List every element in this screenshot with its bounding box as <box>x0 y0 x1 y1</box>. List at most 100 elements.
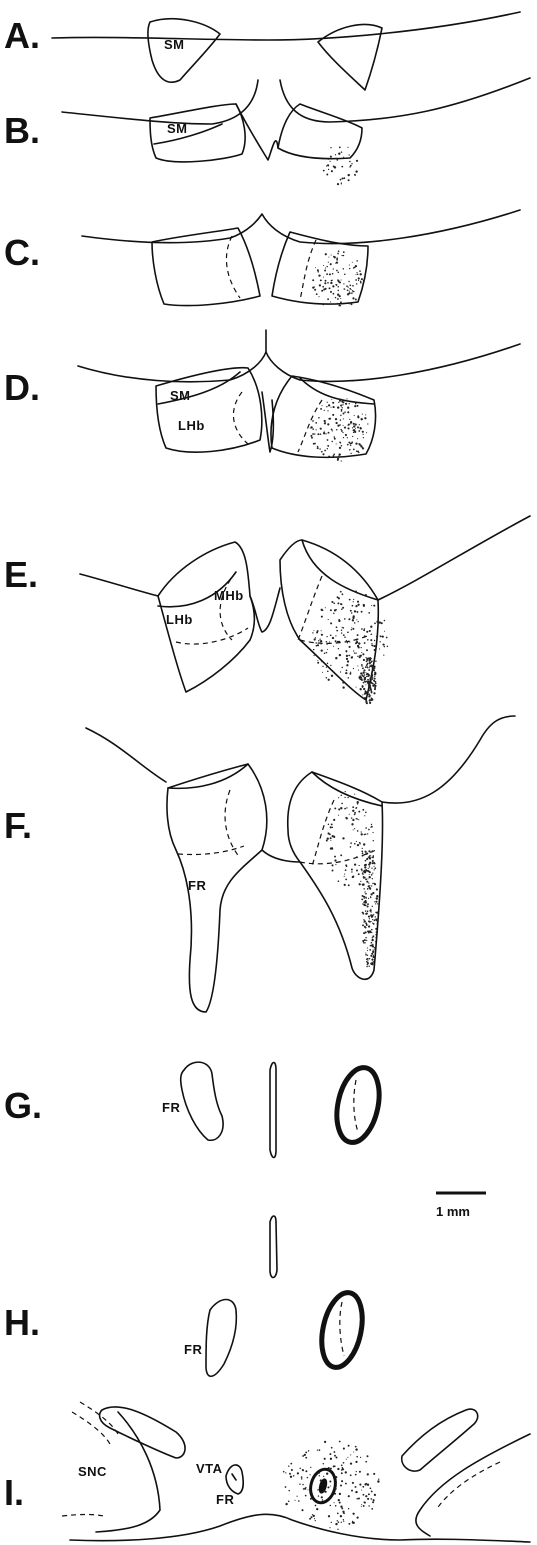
stipple-dot <box>363 672 365 674</box>
stipple-dot <box>359 675 361 677</box>
stipple-dot <box>353 432 354 433</box>
stipple-dot <box>348 442 350 444</box>
stipple-dot <box>362 447 364 449</box>
stipple-dot <box>372 883 373 884</box>
stipple-dot <box>326 406 327 407</box>
panel-e-surface-right <box>378 516 530 600</box>
label-stipple <box>283 147 388 1530</box>
stipple-dot <box>371 929 373 931</box>
stipple-dot <box>331 254 332 255</box>
stipple-dot <box>378 623 379 624</box>
stipple-dot <box>337 406 339 408</box>
stipple-dot <box>363 688 365 690</box>
stipple-dot <box>352 427 353 428</box>
stipple-dot <box>321 290 323 292</box>
stipple-dot <box>361 418 363 420</box>
stipple-dot <box>367 1484 369 1486</box>
stipple-dot <box>343 157 344 158</box>
stipple-dot <box>375 928 377 930</box>
stipple-dot <box>327 448 328 449</box>
stipple-dot <box>346 817 348 819</box>
stipple-dot <box>308 1450 310 1452</box>
panel-label-b: B. <box>4 110 40 151</box>
panel-c: C. <box>4 210 520 306</box>
stipple-dot <box>363 888 365 890</box>
stipple-dot <box>324 431 325 432</box>
stipple-dot <box>373 692 375 694</box>
stipple-dot <box>358 670 359 671</box>
stipple-dot <box>366 858 368 860</box>
stipple-dot <box>382 635 384 637</box>
stipple-dot <box>341 409 343 411</box>
stipple-dot <box>367 1455 369 1457</box>
stipple-dot <box>361 674 363 676</box>
stipple-dot <box>371 671 373 673</box>
stipple-dot <box>326 165 327 166</box>
stipple-dot <box>305 1495 307 1497</box>
stipple-dot <box>333 406 335 408</box>
stipple-dot <box>301 1476 303 1478</box>
stipple-dot <box>380 635 382 637</box>
stipple-dot <box>324 410 325 411</box>
stipple-dot <box>340 415 341 416</box>
stipple-dot <box>365 860 367 862</box>
stipple-dot <box>349 154 350 155</box>
stipple-dot <box>374 947 375 948</box>
stipple-dot <box>372 919 373 920</box>
stipple-dot <box>366 658 367 659</box>
stipple-dot <box>349 449 351 451</box>
stipple-dot <box>327 445 329 447</box>
stipple-dot <box>372 683 374 685</box>
stipple-dot <box>371 874 373 876</box>
stipple-dot <box>321 649 323 651</box>
stipple-dot <box>314 289 316 291</box>
stipple-dot <box>344 427 346 429</box>
stipple-dot <box>349 419 350 420</box>
stipple-dot <box>329 1498 330 1499</box>
stipple-dot <box>352 806 354 808</box>
stipple-dot <box>326 636 327 637</box>
stipple-dot <box>368 674 370 676</box>
stipple-dot <box>370 893 372 895</box>
panel-e-left-dash <box>176 572 248 644</box>
stipple-dot <box>346 1459 347 1460</box>
stipple-dot <box>365 897 367 899</box>
stipple-dot <box>367 959 368 960</box>
stipple-dot <box>365 905 367 907</box>
stipple-dot <box>302 1469 303 1470</box>
stipple-dot <box>336 270 338 272</box>
stipple-dot <box>323 1490 324 1491</box>
stipple-dot <box>364 697 366 699</box>
stipple-dot <box>320 428 322 430</box>
stipple-dot <box>368 882 369 883</box>
stipple-dot <box>290 1463 292 1465</box>
stipple-dot <box>337 424 339 426</box>
stipple-dot <box>364 834 366 836</box>
stipple-dot <box>349 161 351 163</box>
stipple-dot <box>358 430 360 432</box>
stipple-dot <box>340 671 341 672</box>
stipple-dot <box>332 285 334 287</box>
stipple-dot <box>338 1521 340 1523</box>
stipple-dot <box>362 809 364 811</box>
stipple-dot <box>323 170 325 172</box>
stipple-dot <box>310 1498 312 1500</box>
stipple-dot <box>364 679 365 680</box>
stipple-dot <box>375 918 377 920</box>
stipple-dot <box>352 436 353 437</box>
stipple-dot <box>337 286 339 288</box>
stipple-dot <box>359 678 360 679</box>
stipple-dot <box>305 1451 307 1453</box>
stipple-dot <box>335 1456 337 1458</box>
stipple-dot <box>323 277 324 278</box>
stipple-dot <box>344 274 346 276</box>
stipple-dot <box>346 658 348 660</box>
stipple-dot <box>356 592 357 593</box>
stipple-dot <box>367 903 369 905</box>
stipple-dot <box>311 1516 313 1518</box>
stipple-dot <box>338 880 340 882</box>
stipple-dot <box>361 664 363 666</box>
stipple-dot <box>324 450 326 452</box>
stipple-dot <box>361 611 363 613</box>
stipple-dot <box>324 1458 326 1460</box>
